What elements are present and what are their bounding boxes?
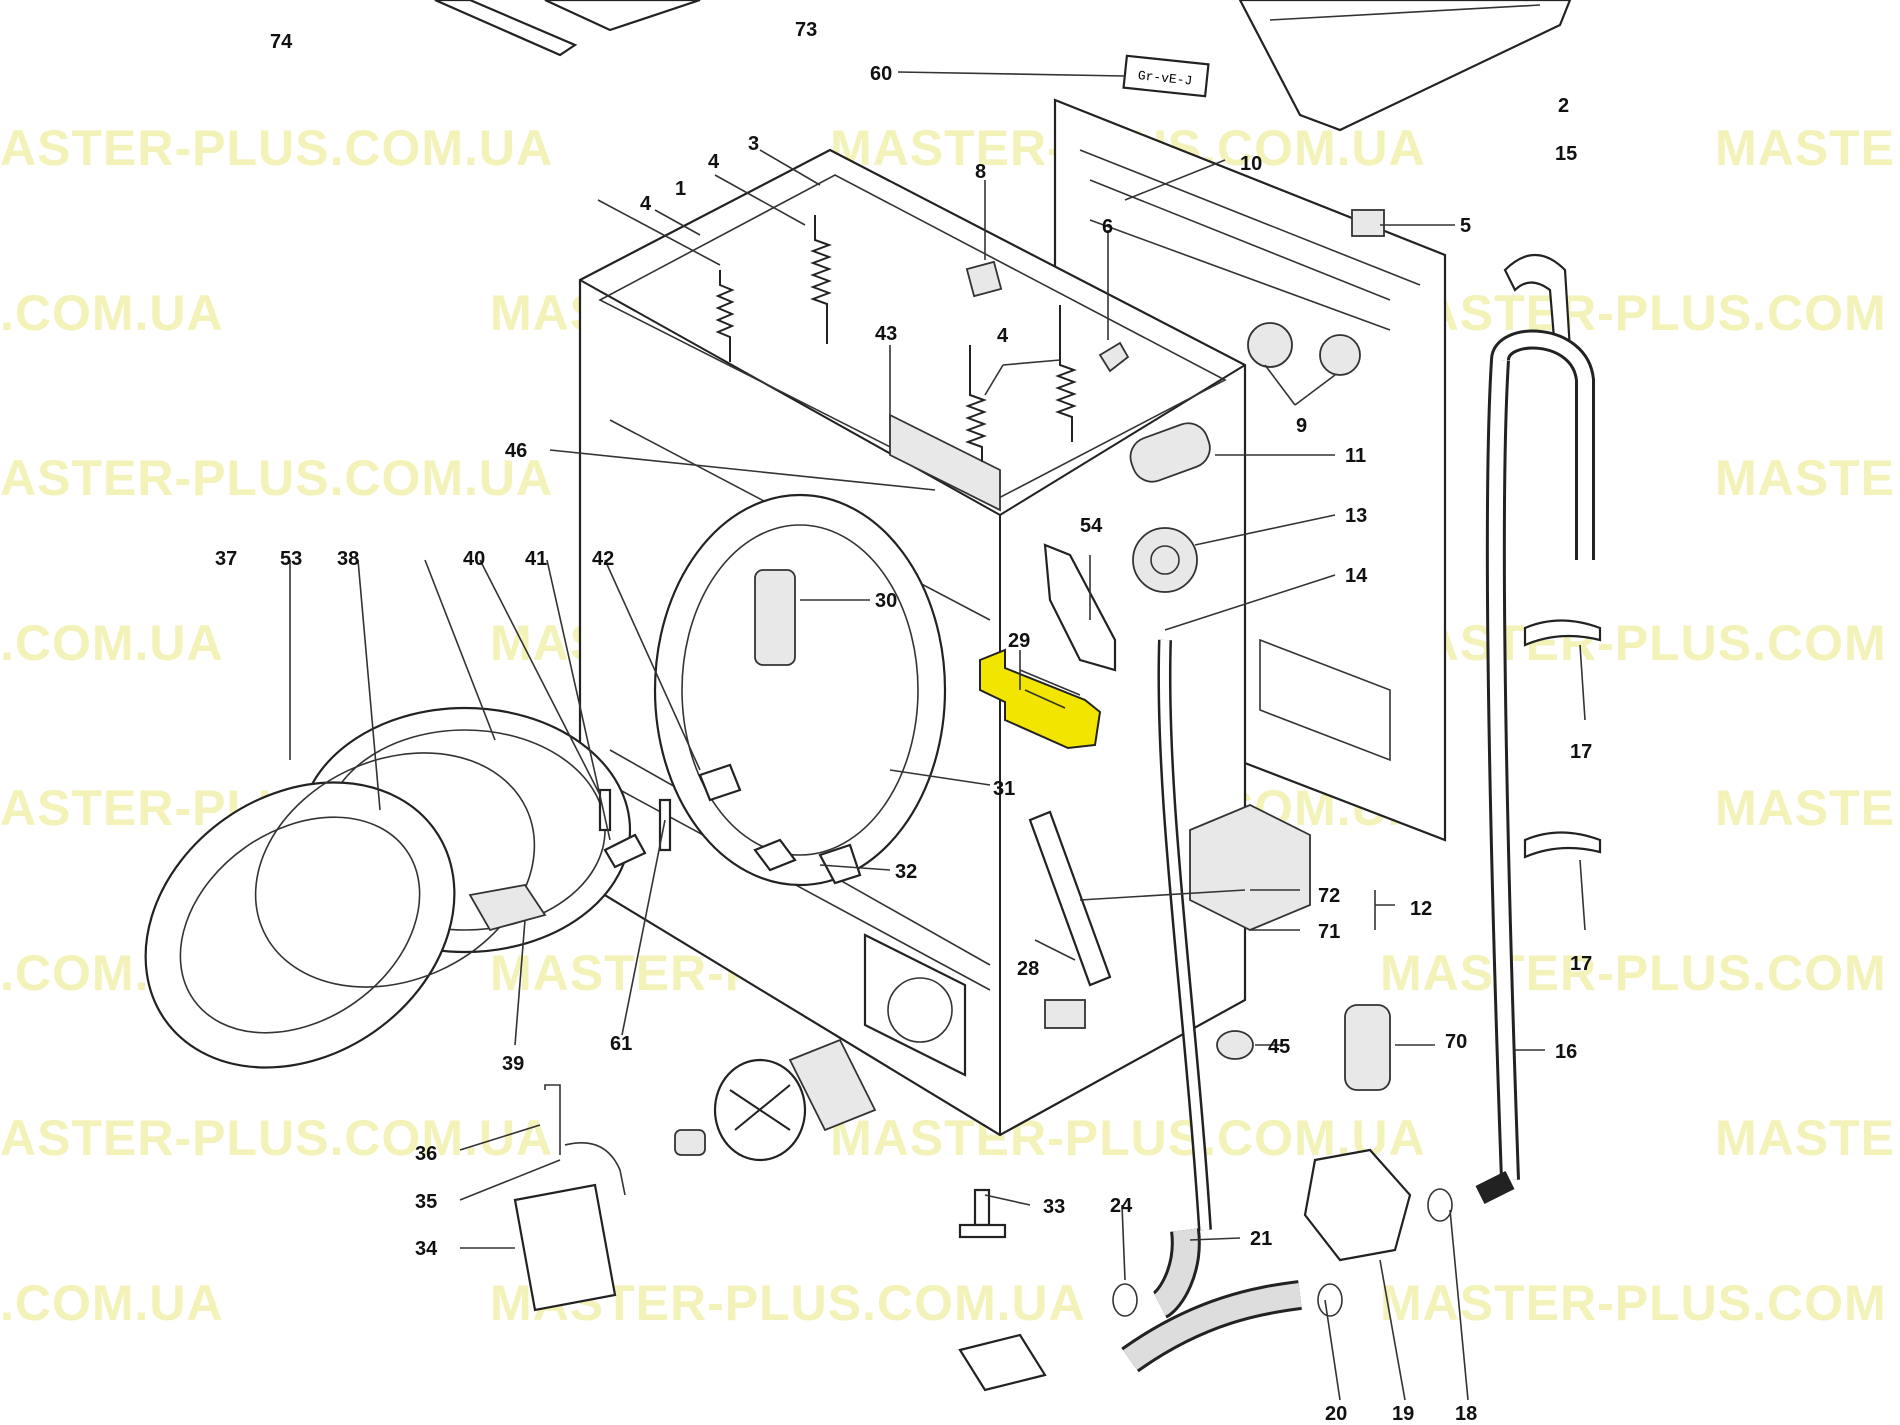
callout-6: 6 xyxy=(1102,216,1113,238)
watermark-text: MASTER-PLUS.COM xyxy=(1380,1275,1887,1331)
callout-17: 17 xyxy=(1570,741,1592,763)
watermark-text: .COM.UA xyxy=(0,285,224,341)
callout-38: 38 xyxy=(337,548,359,570)
hose-clamps xyxy=(1523,619,1602,859)
callout-12: 12 xyxy=(1410,898,1432,920)
callout-45: 45 xyxy=(1268,1036,1290,1058)
watermark-text: MASTE xyxy=(1715,450,1895,506)
callout-37: 37 xyxy=(215,548,237,570)
watermark-text: MASTER-PLUS.COM xyxy=(1380,615,1887,671)
callout-4: 4 xyxy=(997,325,1009,347)
callout-labels: 74 73 60 2 3 4 1 4 8 10 15 5 6 4 43 9 46… xyxy=(215,19,1592,1425)
callout-5: 5 xyxy=(1460,215,1471,237)
callout-54: 54 xyxy=(1080,515,1103,537)
watermark-text: MASTER-PLUS.COM.UA xyxy=(830,1110,1426,1166)
callout-29: 29 xyxy=(1008,630,1030,652)
callout-32: 32 xyxy=(895,861,917,883)
callout-28: 28 xyxy=(1017,958,1039,980)
callout-46: 46 xyxy=(505,440,527,462)
watermark-text: MASTER-PLUS.COM xyxy=(1380,285,1887,341)
hinge-parts xyxy=(598,763,862,885)
callout-21: 21 xyxy=(1250,1228,1272,1250)
callout-8: 8 xyxy=(975,161,986,183)
callout-72: 72 xyxy=(1318,885,1340,907)
callout-17: 17 xyxy=(1570,953,1592,975)
callout-4: 4 xyxy=(640,193,652,215)
label-plate: Gr-vE-J xyxy=(1122,54,1210,98)
hoses xyxy=(1121,329,1595,1373)
callout-18: 18 xyxy=(1455,1403,1477,1425)
top-cover-panels xyxy=(434,0,1572,132)
callout-2: 2 xyxy=(1558,95,1569,117)
watermark-text: ASTER-PLUS.COM.UA xyxy=(0,450,553,506)
small-parts xyxy=(965,209,1572,376)
callout-15: 15 xyxy=(1555,143,1577,165)
watermark-text: .COM.UA xyxy=(0,1275,224,1331)
callout-19: 19 xyxy=(1392,1403,1414,1425)
callout-36: 36 xyxy=(415,1143,437,1165)
highlighted-part-29 xyxy=(979,648,1102,750)
callout-31: 31 xyxy=(993,778,1015,800)
callout-30: 30 xyxy=(875,590,897,612)
callout-40: 40 xyxy=(463,548,485,570)
callout-60: 60 xyxy=(870,63,892,85)
access-panel xyxy=(513,1084,626,1312)
control-module xyxy=(1189,804,1311,931)
watermark-text: ASTER-PLUS.COM.UA xyxy=(0,1110,553,1166)
callout-24: 24 xyxy=(1110,1195,1133,1217)
callout-4: 4 xyxy=(708,151,720,173)
watermark-text: .COM.UA xyxy=(0,615,224,671)
callout-74: 74 xyxy=(270,31,293,53)
suspension-springs xyxy=(715,215,1077,462)
callout-43: 43 xyxy=(875,323,897,345)
callout-9: 9 xyxy=(1296,415,1307,437)
callout-70: 70 xyxy=(1445,1031,1467,1053)
callout-11: 11 xyxy=(1345,445,1366,467)
leader-lines xyxy=(289,71,1586,1401)
watermark-text: ASTER-PLUS.COM.UA xyxy=(0,120,553,176)
filter-pump xyxy=(674,1038,1007,1239)
callout-39: 39 xyxy=(502,1053,524,1075)
watermark-text: MASTE xyxy=(1715,120,1895,176)
callout-10: 10 xyxy=(1240,153,1262,175)
callout-53: 53 xyxy=(280,548,302,570)
callout-41: 41 xyxy=(525,548,547,570)
electrical-parts xyxy=(1043,422,1211,672)
callout-14: 14 xyxy=(1345,565,1368,587)
callout-71: 71 xyxy=(1318,921,1340,943)
callout-73: 73 xyxy=(795,19,817,41)
label-plate-text: Gr-vE-J xyxy=(1137,68,1193,89)
callout-3: 3 xyxy=(748,133,759,155)
callout-33: 33 xyxy=(1043,1196,1065,1218)
callout-34: 34 xyxy=(415,1238,438,1260)
callout-35: 35 xyxy=(415,1191,437,1213)
watermark-text: MASTE xyxy=(1715,780,1895,836)
watermark-text: MASTER-PLUS.COM xyxy=(1380,945,1887,1001)
callout-1: 1 xyxy=(675,178,686,200)
callout-16: 16 xyxy=(1555,1041,1577,1063)
watermark-text: MASTE xyxy=(1715,1110,1895,1166)
shock-absorber xyxy=(1028,810,1112,1029)
callout-20: 20 xyxy=(1325,1403,1347,1425)
callout-13: 13 xyxy=(1345,505,1367,527)
bottom-parts xyxy=(958,1004,1453,1392)
callout-61: 61 xyxy=(610,1033,632,1055)
callout-42: 42 xyxy=(592,548,614,570)
door-assembly xyxy=(144,706,632,1069)
